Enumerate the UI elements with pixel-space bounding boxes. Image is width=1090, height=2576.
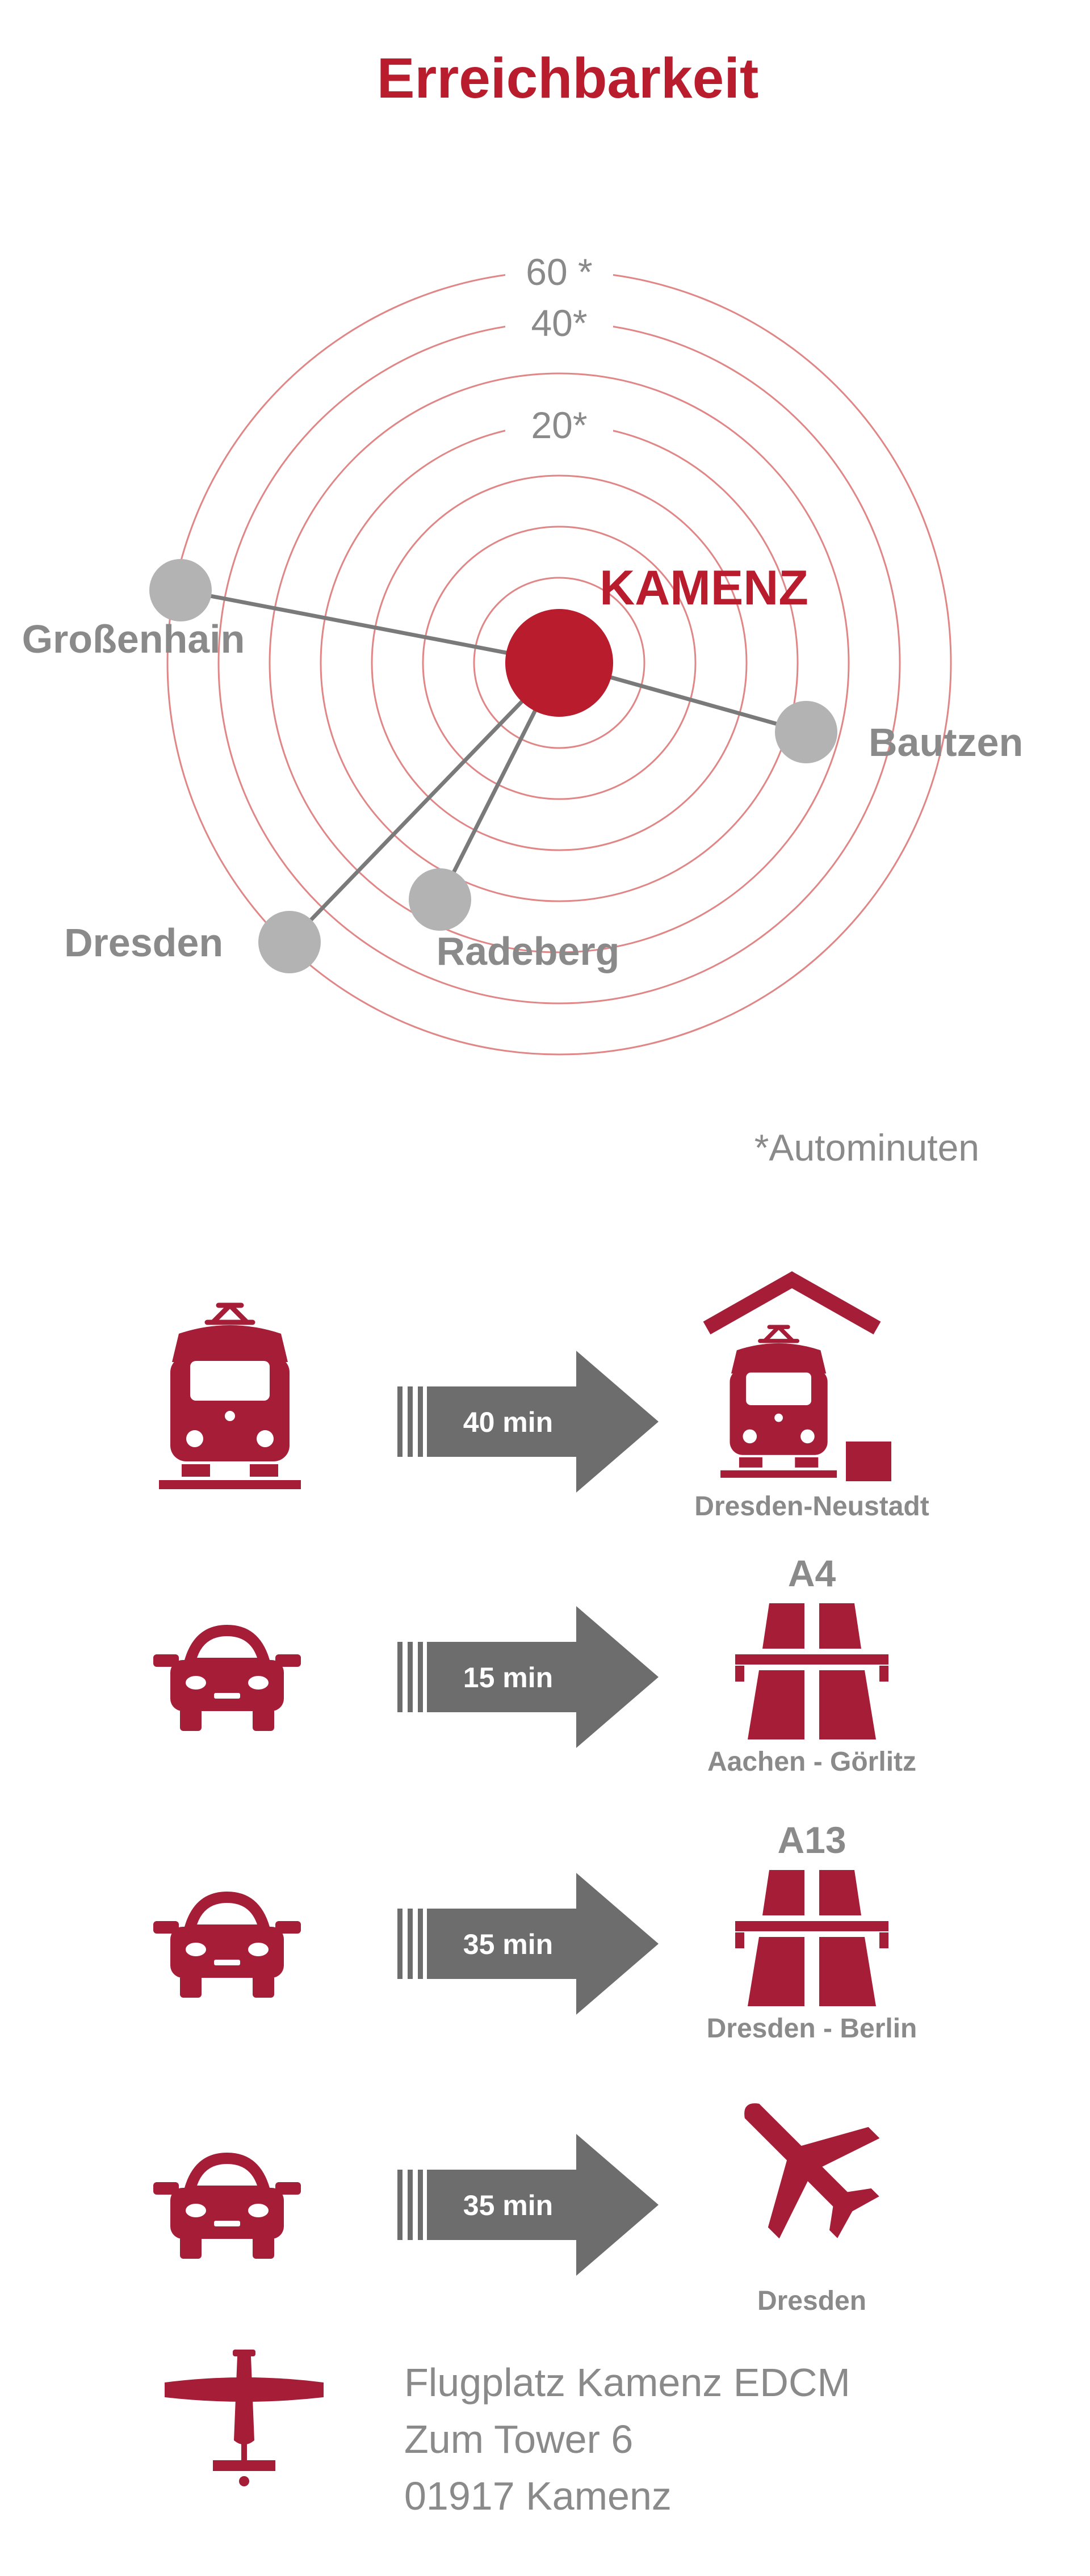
ring-label: 40* (531, 302, 587, 344)
duration-arrow: 35 min (397, 1873, 659, 2015)
distance-ring (422, 526, 697, 800)
duration-label: 35 min (463, 2190, 553, 2221)
arrow-shape (427, 1873, 659, 2015)
airplane-icon (697, 2056, 909, 2268)
arrow-stripe (408, 2170, 413, 2240)
kamenz-center-node (505, 609, 613, 717)
train-station-icon (720, 1327, 837, 1478)
highway-icon (735, 1603, 888, 1739)
airfield-block: Flugplatz Kamenz EDCM Zum Tower 6 01917 … (165, 2350, 850, 2518)
arrow-stripe (397, 1642, 403, 1712)
city-label: Bautzen (869, 720, 1023, 764)
airfield-line-1: Flugplatz Kamenz EDCM (404, 2360, 850, 2405)
city-node (149, 559, 212, 621)
car-icon (153, 1892, 301, 1998)
ring-label: 20* (531, 404, 587, 446)
destination-label: Dresden (757, 2286, 866, 2316)
arrow-stripe (408, 1909, 413, 1979)
arrow-shape (427, 1606, 659, 1748)
car-icon (153, 1625, 301, 1731)
ring-label-mask (505, 246, 613, 297)
airfield-line-2: Zum Tower 6 (404, 2417, 633, 2461)
duration-label: 40 min (463, 1406, 553, 1438)
duration-arrow: 40 min (397, 1351, 659, 1493)
connection-lines (180, 588, 807, 944)
arrow-stripe (418, 2170, 423, 2240)
arrow-shape (427, 1351, 659, 1493)
arrow-shape (427, 2134, 659, 2276)
destination-label: Dresden-Neustadt (694, 1491, 929, 1522)
ring-label-mask (505, 297, 613, 348)
connection-line (288, 661, 561, 944)
distance-ring (473, 577, 645, 749)
arrow-stripe (418, 1642, 423, 1712)
connection-line (180, 588, 560, 665)
city-node (258, 911, 321, 973)
ring-label: 60 * (526, 251, 592, 293)
distance-ring (371, 474, 748, 851)
city-nodes (149, 559, 837, 973)
center-label: KAMENZ (600, 561, 808, 615)
station-roof (703, 1271, 881, 1335)
duration-arrow: 35 min (397, 2134, 659, 2276)
footnote: *Autominuten (754, 1127, 979, 1169)
destination-label: Aachen - Görlitz (707, 1747, 916, 1777)
arrow-stripe (408, 1386, 413, 1457)
highway-code: A13 (777, 1819, 846, 1861)
arrow-stripe (397, 1909, 403, 1979)
reachability-radar: 20* 40* 60 * KAMENZ GroßenhainBautzenRadeb… (22, 246, 1024, 1056)
airfield-line-3: 01917 Kamenz (404, 2474, 672, 2518)
arrow-stripe (408, 1642, 413, 1712)
city-node (409, 868, 471, 931)
car-icon (153, 2153, 301, 2259)
distance-ring (269, 372, 850, 953)
city-label: Großenhain (22, 617, 245, 661)
city-label: Dresden (64, 921, 223, 965)
ring-label-mask (505, 399, 613, 450)
station-building (846, 1442, 891, 1481)
city-node (775, 701, 837, 763)
destination-label: Dresden - Berlin (707, 2014, 917, 2044)
highway-icon (735, 1870, 888, 2006)
duration-arrow: 15 min (397, 1606, 659, 1748)
highway-code: A4 (788, 1552, 836, 1594)
small-plane-icon (165, 2350, 324, 2486)
duration-label: 35 min (463, 1928, 553, 1960)
page-title: Erreichbarkeit (377, 47, 759, 110)
arrow-stripe (418, 1386, 423, 1457)
train-icon (159, 1305, 301, 1489)
arrow-stripe (397, 1386, 403, 1457)
arrow-stripe (418, 1909, 423, 1979)
duration-label: 15 min (463, 1662, 553, 1693)
city-label: Radeberg (437, 929, 620, 973)
arrow-stripe (397, 2170, 403, 2240)
ring-labels: 20* 40* 60 * (505, 246, 613, 450)
